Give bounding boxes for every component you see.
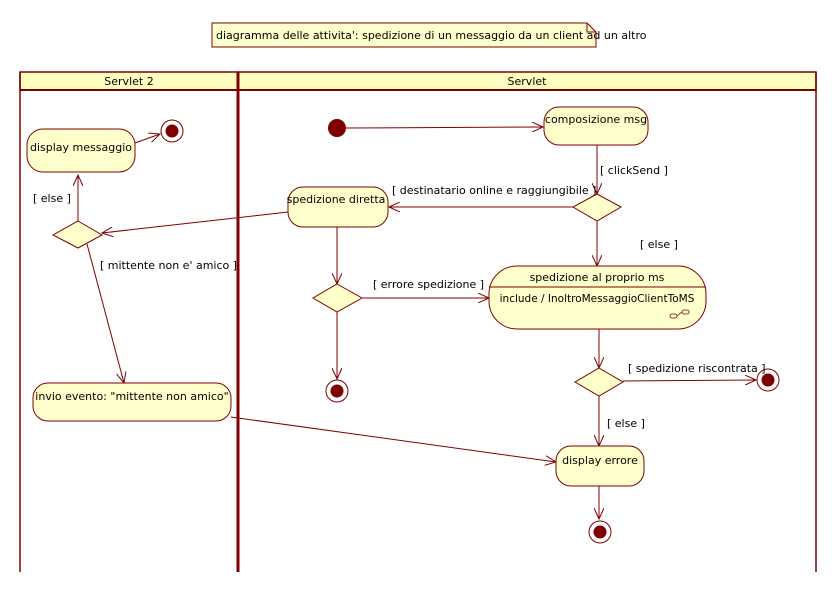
note-text: diagramma delle attivita': spedizione di… <box>216 29 647 42</box>
guard-else-bottom: [ else ] <box>607 417 645 430</box>
decision-errore <box>312 283 364 313</box>
lane-title-servlet-2: Servlet 2 <box>104 75 153 88</box>
lane-title-servlet: Servlet <box>508 75 548 88</box>
action-composizione-msg-label: composizione msg <box>545 113 647 126</box>
edge-start-to-composizione <box>345 127 543 128</box>
guard-mittente-non-amico: [ mittente non e' amico ] <box>100 259 237 272</box>
action-spedizione-diretta-label: spedizione diretta <box>287 193 386 206</box>
guard-click-send: [ clickSend ] <box>600 164 668 177</box>
decision-riscontro <box>574 367 624 397</box>
edge-decision-to-end-right <box>622 380 756 381</box>
swimlanes: Servlet 2 Servlet <box>19 71 817 572</box>
action-spedizione-diretta: spedizione diretta <box>287 186 389 228</box>
edge-spedizione-diretta-to-left-decision <box>102 211 289 233</box>
diagram-note: diagramma delle attivita': spedizione di… <box>211 22 647 48</box>
edge-display-messaggio-to-end <box>134 134 160 144</box>
action-spedizione-ms-include: include / InoltroMessaggioClientToMS <box>500 293 695 305</box>
guard-else-left: [ else ] <box>33 192 71 205</box>
action-display-messaggio-label: display messaggio <box>30 141 132 154</box>
action-spedizione-ms-title: spedizione al proprio ms <box>530 271 665 284</box>
guard-destinatario-online: [ destinatario online e raggiungibile ] <box>392 184 596 197</box>
action-invio-evento: invio evento: "mittente non amico" <box>32 382 232 422</box>
action-display-errore: display errore <box>555 445 645 487</box>
guard-spedizione-riscontrata: [ spedizione riscontrata ] <box>628 362 766 375</box>
final-node-center <box>325 379 349 403</box>
initial-node <box>328 119 346 137</box>
action-composizione-msg: composizione msg <box>543 106 649 146</box>
final-node-right <box>756 368 780 392</box>
final-node-bottom <box>588 520 612 544</box>
guard-errore-spedizione: [ errore spedizione ] <box>373 278 484 291</box>
decision-send <box>571 193 623 222</box>
subactivity-icon <box>669 309 690 319</box>
action-invio-evento-label: invio evento: "mittente non amico" <box>35 390 228 403</box>
edge-left-decision-to-invio-evento <box>86 243 124 383</box>
decision-amico <box>51 220 104 249</box>
action-display-messaggio: display messaggio <box>26 128 136 173</box>
guard-else-center: [ else ] <box>640 238 678 251</box>
edges <box>78 127 756 519</box>
edge-invio-evento-to-display-errore <box>230 416 556 462</box>
action-display-errore-label: display errore <box>562 454 638 467</box>
action-spedizione-ms: spedizione al proprio ms include / Inolt… <box>488 265 707 330</box>
final-node-top-left <box>160 119 184 143</box>
